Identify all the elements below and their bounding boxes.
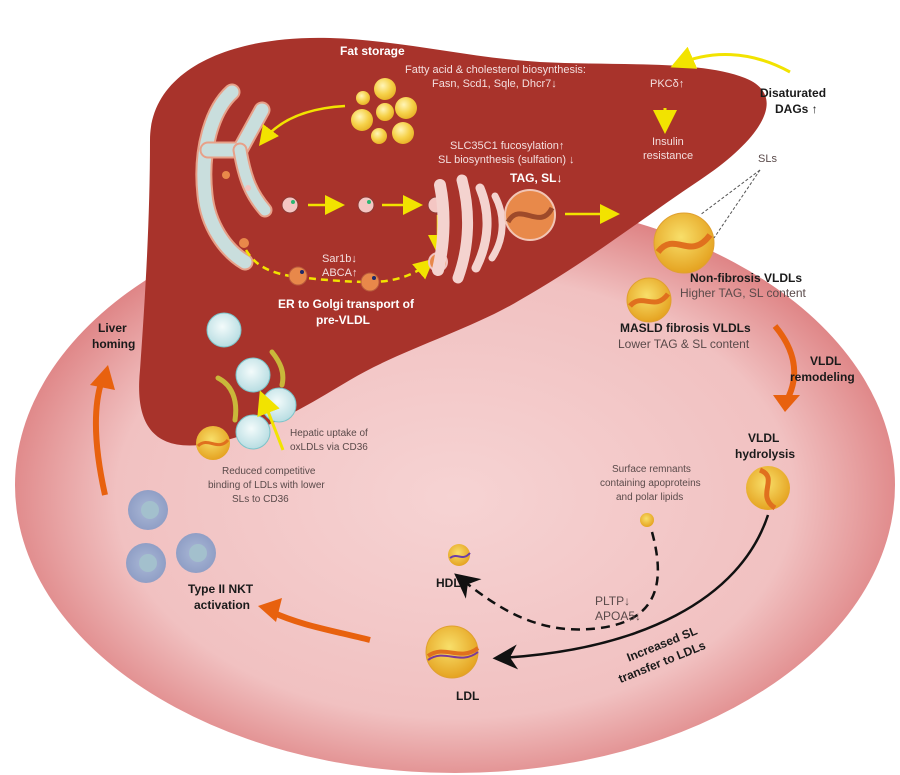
label-fat-storage: Fat storage [340, 44, 405, 58]
liver [139, 37, 767, 446]
endoplasmic-reticulum [195, 83, 273, 271]
label-surface-3: and polar lipids [616, 492, 684, 503]
sl-pointer-2 [713, 169, 761, 239]
masld-fibrosis-vldl-particle [626, 277, 672, 323]
oxldl-particles [206, 312, 297, 450]
label-pkc: PKCδ↑ [650, 78, 685, 90]
label-pltp: PLTP↓ [595, 594, 631, 608]
label-er-golgi-1: ER to Golgi transport of [278, 297, 414, 311]
golgi-apparatus [432, 174, 506, 284]
nkt-cells [126, 490, 216, 583]
label-surface-2: containing apoproteins [600, 478, 701, 489]
label-masld-sub: Lower TAG & SL content [618, 337, 750, 351]
label-reduced-1: Reduced competitive [222, 466, 316, 477]
arrow-hepatic-uptake [257, 390, 285, 451]
label-nonfib-title: Non-fibrosis VLDLs [690, 271, 803, 285]
label-hepatic-2: oxLDLs via CD36 [290, 442, 368, 453]
ldl-competitor-particle [196, 426, 230, 460]
arrowhead-vldl-remodeling [773, 395, 800, 412]
label-hepatic-1: Hepatic uptake of [290, 428, 368, 439]
arrow-nkt-activation [270, 609, 371, 643]
arrowhead-liver-homing [90, 365, 115, 390]
label-sls: SLs [758, 153, 777, 165]
label-reduced-3: SLs to CD36 [232, 494, 289, 505]
label-liver-homing-2: homing [92, 337, 136, 351]
label-sl-biosynthesis: SL biosynthesis (sulfation) ↓ [438, 154, 575, 166]
label-remodel-2: remodeling [790, 370, 855, 384]
label-hdl: HDL [436, 576, 461, 590]
label-remodel-1: VLDL [810, 354, 842, 368]
label-nkt-1: Type II NKT [188, 582, 254, 596]
label-er-golgi-2: pre-VLDL [316, 313, 370, 327]
arrow-increased-sl-transfer [492, 514, 770, 670]
arrow-liver-homing [92, 379, 108, 496]
arrow-droplet-to-er [258, 104, 346, 146]
label-liver-homing-1: Liver [98, 321, 127, 335]
hdl-particle [448, 544, 471, 566]
cd36-receptors [215, 349, 286, 423]
label-surface-1: Surface remnants [612, 464, 691, 475]
label-hydro-1: VLDL [748, 431, 780, 445]
non-fibrosis-vldl-particle [653, 212, 715, 274]
label-dags-1: Disaturated [760, 86, 827, 100]
label-fa-chol-2: Fasn, Scd1, Sqle, Dhcr7↓ [432, 78, 557, 90]
label-slc35c1: SLC35C1 fucosylation↑ [450, 140, 565, 152]
label-ldl: LDL [456, 689, 480, 703]
lipid-droplets [351, 78, 417, 144]
ldl-particle [425, 625, 480, 679]
label-insulin-2: resistance [643, 150, 694, 162]
arrowhead-nkt-activation [258, 598, 282, 622]
arrow-dags-to-pkc [670, 46, 791, 74]
label-hydro-2: hydrolysis [735, 447, 796, 461]
label-insulin-1: Insulin [652, 136, 684, 148]
label-masld-title: MASLD fibrosis VLDLs [620, 321, 751, 335]
surface-remnant-particle [640, 513, 654, 527]
label-tag-sl: TAG, SL↓ [510, 171, 563, 185]
label-fa-chol-1: Fatty acid & cholesterol biosynthesis: [405, 64, 586, 76]
label-reduced-2: binding of LDLs with lower [208, 480, 325, 491]
arrow-vldl-remodeling [772, 324, 798, 402]
label-dags-2: DAGs ↑ [775, 102, 818, 116]
pre-vldl-particles [281, 196, 445, 214]
vldl-in-golgi [504, 189, 556, 241]
label-sar1b: Sar1b↓ [322, 253, 357, 265]
label-nonfib-sub: Higher TAG, SL content [680, 286, 806, 300]
hydrolysis-vldl-particle [746, 466, 790, 511]
label-abca: ABCA↑ [322, 267, 358, 279]
sl-pointer-1 [699, 169, 761, 216]
dashed-transport-path [244, 249, 434, 284]
label-apoa5: APOA5↓ [595, 609, 642, 623]
label-nkt-2: activation [194, 598, 251, 612]
